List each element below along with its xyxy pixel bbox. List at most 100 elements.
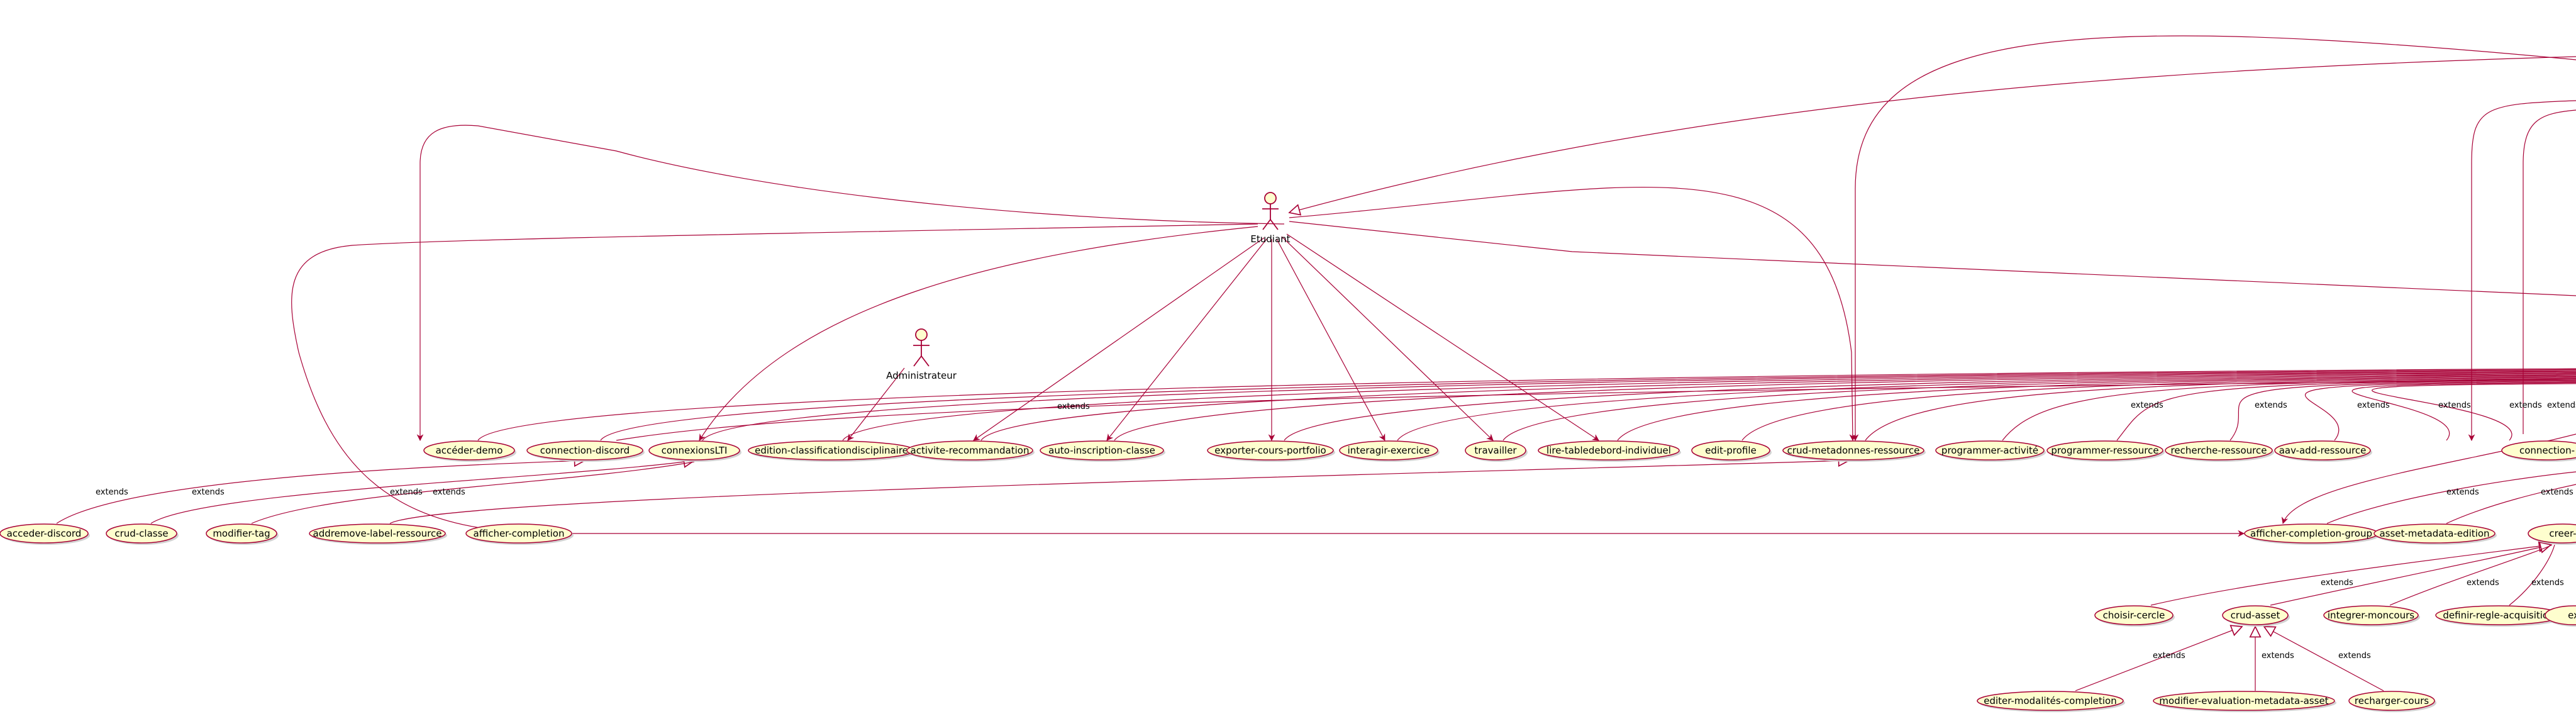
usecase-travailler[interactable]: travailler (1465, 440, 1528, 462)
actor-left-leg (1262, 219, 1271, 230)
usecase-modifier-tag[interactable]: modifier-tag (206, 523, 279, 545)
usecase-label: activite-recommandation (911, 445, 1030, 456)
usecase-integrer-moncours[interactable]: integrer-moncours (2323, 605, 2420, 627)
usecase-ellipse (2094, 605, 2174, 625)
usecase-modifier-evaluation-metadata-asset[interactable]: modifier-evaluation-metadata-asset (2153, 691, 2336, 712)
usecase-addremove-label-ressource[interactable]: addremove-label-ressource (309, 523, 447, 545)
extends-acceder-discord (56, 461, 585, 524)
extends-integrer-moncours (2389, 544, 2553, 606)
usecase-label: travailler (1474, 445, 1517, 456)
usecase-label: acceder-discord (7, 528, 82, 539)
extends-modifier-tag (251, 461, 695, 524)
extends-label: extends (2531, 578, 2564, 588)
usecase-recharger-cours[interactable]: recharger-cours (2348, 691, 2436, 712)
assoc-etudiant-right (1289, 221, 2576, 296)
usecase-creer-partial[interactable]: creer- (2528, 523, 2576, 545)
fan-association-16 (2351, 382, 2576, 441)
usecase-crud-classe[interactable]: crud-classe (106, 523, 179, 545)
extends-editer-modalites (2075, 627, 2242, 691)
usecase-label: creer- (2549, 528, 2576, 539)
usecase-edition-classificationdisciplinaire[interactable]: edition-classificationdisciplinaire (748, 440, 916, 462)
usecase-aav-add-ressource[interactable]: aav-add-ressource (2274, 440, 2372, 462)
assoc-etudiant-connexionsLTI (699, 226, 1258, 441)
usecase-acceder-demo[interactable]: accéder-demo (423, 440, 516, 462)
usecase-ex-partial[interactable]: ex (2545, 605, 2576, 627)
extends-label: extends (2153, 651, 2185, 661)
usecase-ellipse (1782, 440, 1924, 461)
extends-definir-regle (2509, 544, 2555, 606)
usecase-lire-tabledebord-individuel[interactable]: lire-tabledebord-individuel (1538, 440, 1681, 462)
usecase-ellipse (1339, 440, 1438, 461)
usecase-ellipse (906, 440, 1033, 461)
extends-label: extends (2541, 488, 2573, 497)
usecase-exporter-cours-portfolio[interactable]: exporter-cours-portfolio (1207, 440, 1335, 462)
usecase-ellipse (2153, 691, 2335, 711)
extends-label: extends (2321, 578, 2353, 588)
usecase-afficher-completion[interactable]: afficher-completion (465, 523, 574, 545)
usecase-ellipse (2165, 440, 2273, 461)
extends-addremove-label (389, 461, 1849, 524)
extends-crud-classe (150, 461, 694, 524)
extends-label: extends (390, 488, 423, 497)
usecase-label: choisir-cercle (2103, 610, 2165, 621)
actor-left-leg (913, 355, 922, 367)
usecase-label: crud-metadonnes-ressource (1787, 445, 1920, 456)
usecase-ellipse (2373, 523, 2496, 544)
usecase-ellipse (309, 523, 446, 544)
assoc-etudiant-activite-recommandation (973, 237, 1265, 441)
usecase-crud-metadonnes-ressource[interactable]: crud-metadonnes-ressource (1782, 440, 1926, 462)
usecase-choisir-cercle[interactable]: choisir-cercle (2094, 605, 2175, 627)
usecase-ellipse (423, 440, 515, 461)
fan-association-12 (2002, 379, 2576, 441)
extends-label: extends (2438, 401, 2471, 410)
fan-association-11 (1865, 377, 2576, 441)
actor-right-leg (921, 355, 930, 367)
usecase-ellipse (2222, 605, 2289, 625)
usecase-ellipse (0, 523, 89, 544)
usecase-interagir-exercice[interactable]: interagir-exercice (1339, 440, 1440, 462)
usecase-programmer-activite[interactable]: programmer-activité (1935, 440, 2046, 462)
usecase-recherche-ressource[interactable]: recherche-ressource (2165, 440, 2274, 462)
usecase-ellipse (1977, 691, 2124, 711)
usecase-ellipse (1935, 440, 2045, 461)
usecase-acceder-discord[interactable]: acceder-discord (0, 523, 90, 545)
usecase-label: definir-regle-acquisition (2443, 610, 2554, 621)
usecase-auto-inscription-classe[interactable]: auto-inscription-classe (1040, 440, 1165, 462)
usecase-connection-partial[interactable]: connection- (2501, 440, 2576, 462)
usecase-label: programmer-ressource (2051, 445, 2158, 456)
extends-label: extends (2467, 578, 2499, 588)
usecase-edit-profile[interactable]: edit-profile (1691, 440, 1772, 462)
actor-label: Etudiant (1250, 233, 1290, 245)
usecase-asset-metadata-edition[interactable]: asset-metadata-edition (2373, 523, 2497, 545)
usecase-ellipse (2501, 440, 2576, 461)
fan-association-6 (1284, 373, 2576, 441)
assoc-etudiant-interagir (1276, 238, 1385, 441)
usecase-label: accéder-demo (436, 445, 503, 456)
usecase-ellipse (2348, 691, 2435, 711)
usecase-ellipse (106, 523, 177, 544)
usecase-connexionsLTI[interactable]: connexionsLTI (648, 440, 741, 462)
usecase-programmer-ressource[interactable]: programmer-ressource (2046, 440, 2165, 462)
usecase-afficher-completion-group[interactable]: afficher-completion-group (2244, 523, 2380, 545)
usecase-definir-regle-acquisition[interactable]: definir-regle-acquisition (2435, 605, 2563, 627)
usecase-crud-asset[interactable]: crud-asset (2222, 605, 2290, 627)
usecase-activite-recommandation[interactable]: activite-recommandation (906, 440, 1035, 462)
edges-layer (56, 35, 2576, 691)
usecase-label: afficher-completion-group (2250, 528, 2372, 539)
fan-association-14 (2229, 381, 2576, 441)
usecase-ellipse (206, 523, 277, 544)
usecase-ellipse (2528, 523, 2576, 544)
assoc-etudiant-lire-tabledebord (1286, 233, 1599, 441)
usecase-connection-discord[interactable]: connection-discord (526, 440, 645, 462)
extends-label: extends (1057, 402, 1090, 411)
usecase-label: connection- (2519, 445, 2575, 456)
extends-label: extends (2357, 401, 2390, 410)
usecase-label: interagir-exercice (1348, 445, 1430, 456)
extends-label: extends (2547, 401, 2576, 410)
extends-label: extends (192, 488, 225, 497)
usecase-label: connexionsLTI (662, 445, 728, 456)
usecase-editer-modalites-completion[interactable]: editer-modalités-completion (1977, 691, 2125, 712)
extends-connection-discord (616, 379, 2576, 441)
